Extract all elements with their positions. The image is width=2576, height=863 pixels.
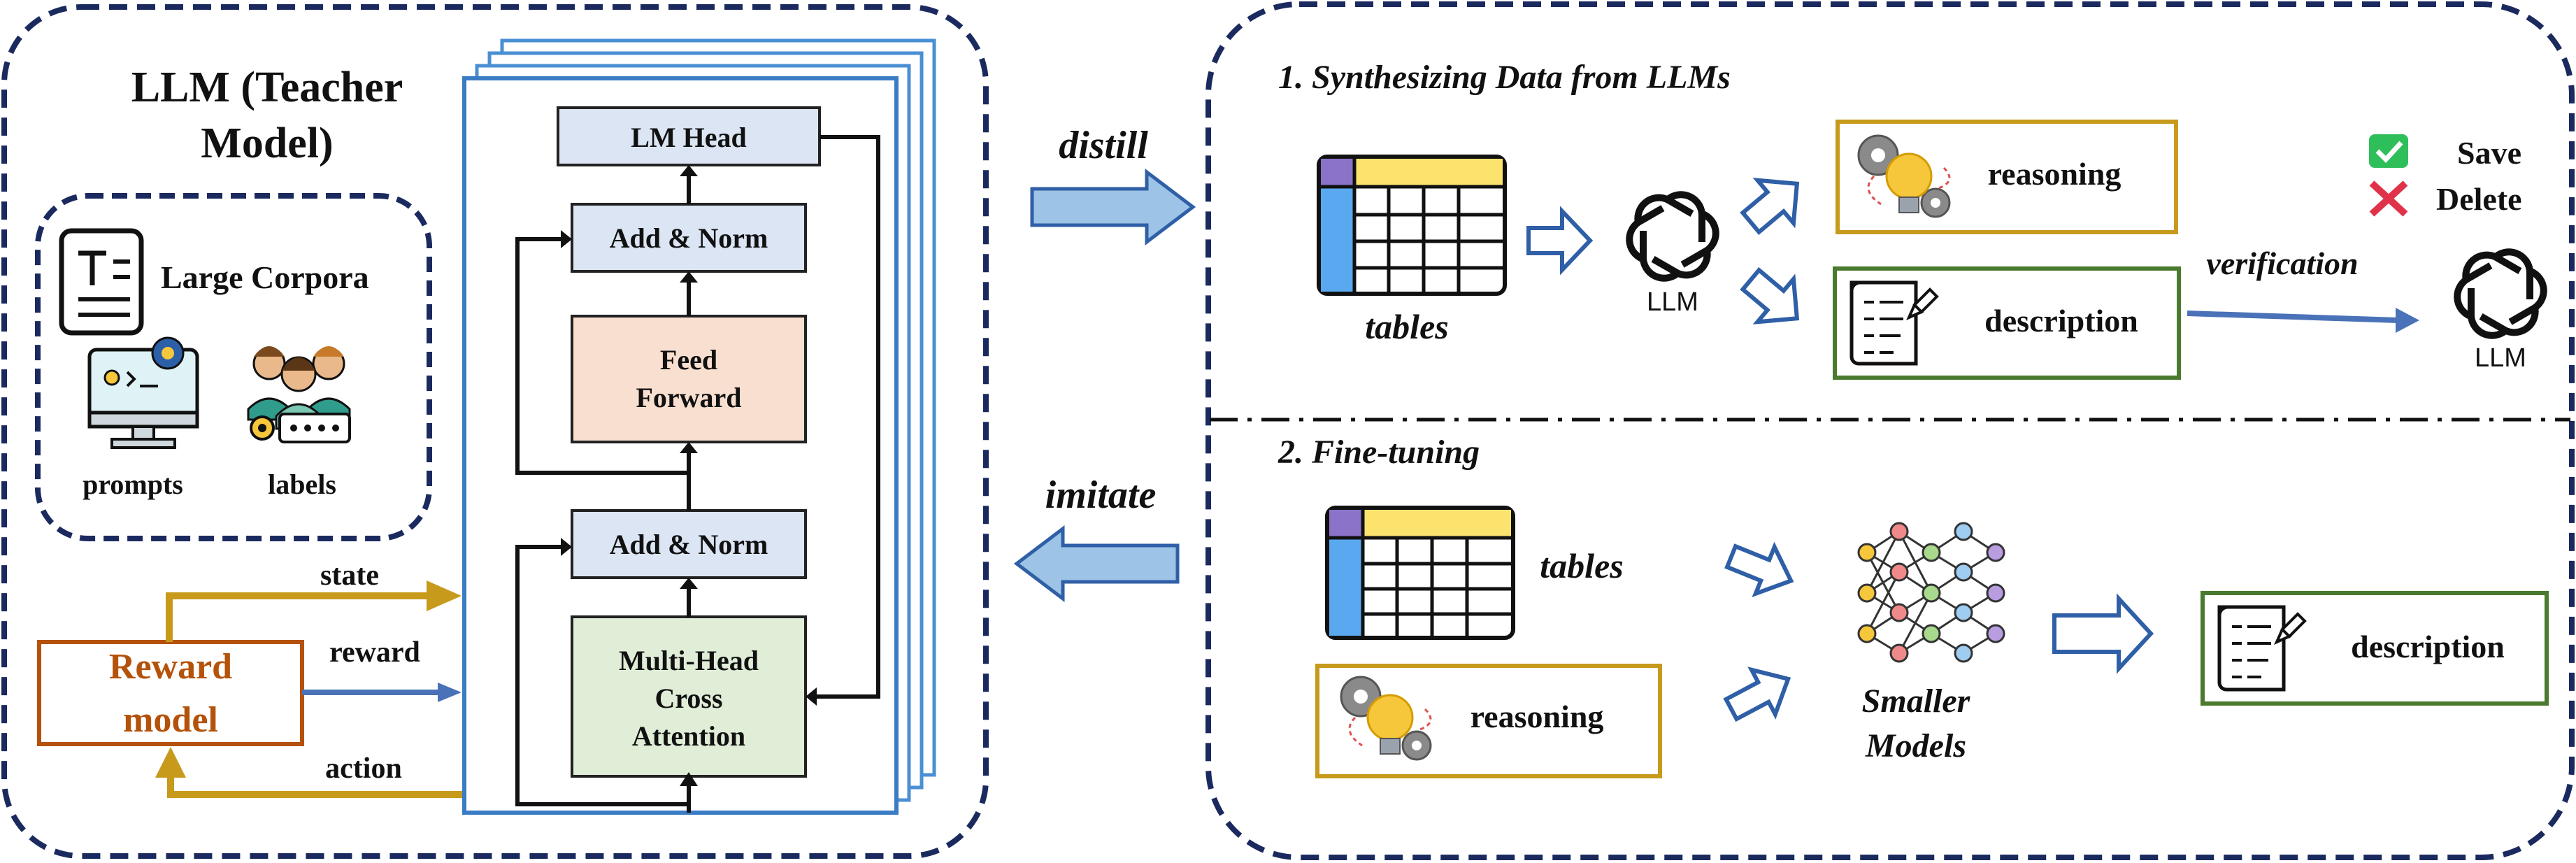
feed-forward-block	[571, 315, 807, 443]
finetune-reasoning-label: reasoning	[1471, 699, 1604, 734]
add-norm-bottom-label: Add & Norm	[610, 529, 768, 560]
add-norm-top-label: Add & Norm	[610, 222, 768, 254]
teacher-panel	[1, 4, 989, 859]
mhca-line2: Cross	[654, 683, 722, 714]
synth-description-label: description	[1984, 303, 2138, 338]
reasoning-to-models-arrow	[1723, 666, 1791, 722]
distill-arrow	[1030, 168, 1196, 246]
document-icon	[59, 228, 144, 336]
people-icon	[247, 346, 351, 443]
models-to-description-arrow	[2052, 593, 2154, 674]
gear-bulb-2-icon	[1340, 676, 1432, 761]
mhca-line1: Multi-Head	[619, 645, 759, 676]
corpora-label: Large Corpora	[161, 259, 369, 295]
feed-forward-line2: Forward	[636, 382, 741, 413]
document-edit-icon	[1849, 280, 1939, 366]
table-2-icon	[1325, 506, 1515, 640]
reward-label: reward	[329, 636, 420, 669]
smaller-models-line2: Models	[1865, 727, 1966, 764]
synth-reasoning-label: reasoning	[1988, 156, 2121, 192]
save-label: Save	[2457, 135, 2521, 171]
llm-to-reasoning-arrow	[1740, 178, 1800, 236]
feed-forward-line1: Feed	[660, 344, 717, 376]
tables-to-llm-arrow	[1526, 206, 1594, 276]
llm-to-description-arrow	[1740, 266, 1800, 324]
action-arrow	[155, 747, 464, 798]
verification-arrowhead	[2396, 308, 2419, 333]
imitate-label: imitate	[1045, 473, 1157, 517]
reward-model-line1: Reward	[109, 647, 232, 687]
finetune-tables-label: tables	[1540, 546, 1623, 585]
llm-label: LLM	[1647, 287, 1698, 317]
smaller-models-line1: Smaller	[1862, 683, 1971, 720]
imitate-arrow	[1013, 525, 1180, 603]
action-label: action	[325, 753, 402, 785]
llm2-label: LLM	[2475, 343, 2526, 373]
table-icon	[1317, 155, 1507, 296]
transformer-connectors	[515, 135, 880, 813]
check-icon	[2369, 134, 2408, 168]
distill-label: distill	[1059, 124, 1148, 167]
teacher-title-line1: LLM (Teacher	[131, 64, 403, 111]
reward-arrow	[302, 683, 461, 702]
reward-model-line2: model	[123, 700, 218, 740]
mhca-line3: Attention	[632, 720, 745, 752]
delete-label: Delete	[2436, 181, 2522, 217]
lm-head-block	[557, 106, 821, 166]
finetune-description-label: description	[2351, 629, 2505, 664]
state-label: state	[320, 559, 379, 592]
document-edit-2-icon	[2217, 605, 2307, 692]
transformer-arrowheads	[561, 165, 817, 786]
teacher-title-line2: Model)	[201, 120, 333, 167]
gear-bulb-icon	[1857, 134, 1951, 218]
synth-title: 1. Synthesizing Data from LLMs	[1278, 59, 1731, 96]
prompts-label: prompts	[83, 469, 183, 500]
labels-label: labels	[268, 469, 336, 500]
tables-to-models-arrow	[1724, 541, 1794, 597]
neural-network-icon	[1857, 522, 2005, 663]
llm-logo-2-icon	[2454, 248, 2547, 339]
verification-arrow	[2187, 311, 2399, 323]
synth-tables-label: tables	[1365, 307, 1448, 346]
right-panel	[1205, 1, 2575, 860]
verification-label: verification	[2206, 245, 2358, 281]
add-norm-top-block	[571, 203, 807, 273]
cross-icon	[2369, 180, 2408, 217]
state-arrow	[166, 580, 461, 642]
llm-logo-icon	[1626, 191, 1719, 282]
lm-head-label: LM Head	[631, 122, 747, 153]
finetune-title: 2. Fine-tuning	[1278, 434, 1480, 471]
corpora-box	[35, 193, 432, 541]
monitor-icon	[87, 336, 199, 449]
